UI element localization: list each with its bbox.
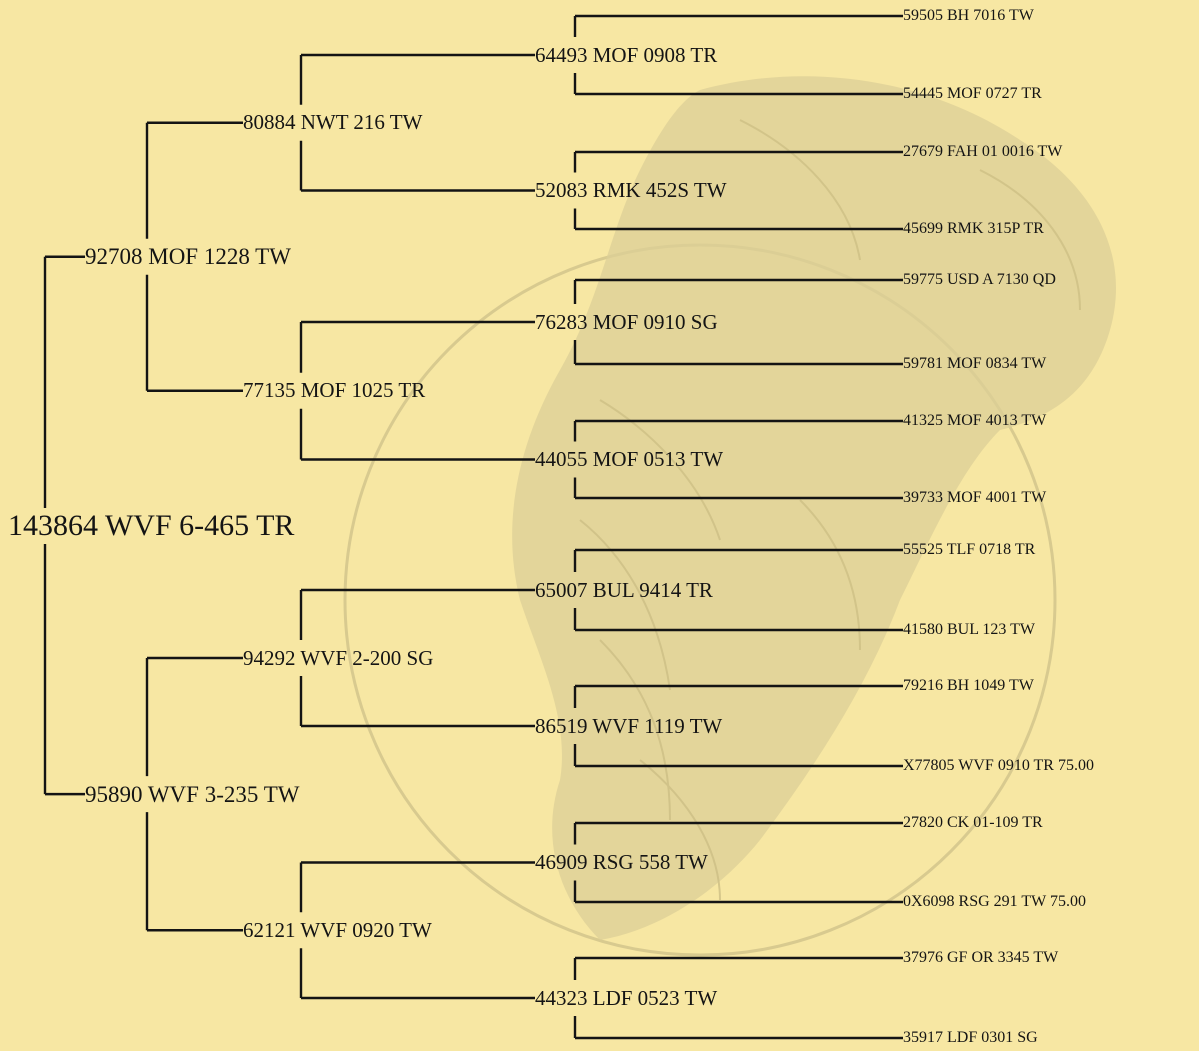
ancestor-label: 62121 WVF 0920 TW: [243, 917, 432, 942]
ancestor-label: 37976 GF OR 3345 TW: [903, 949, 1059, 966]
ancestor-label: 86519 WVF 1119 TW: [535, 713, 723, 738]
ancestor-label: 44055 MOF 0513 TW: [535, 447, 724, 471]
ancestor-label: 41325 MOF 4013 TW: [903, 412, 1047, 429]
ancestor-label: 65007 BUL 9414 TR: [535, 577, 713, 602]
ancestor-label: 39733 MOF 4001 TW: [903, 489, 1047, 506]
ancestor-label: 94292 WVF 2-200 SG: [243, 645, 434, 670]
ancestor-label: 52083 RMK 452S TW: [535, 178, 727, 202]
ancestor-label: 80884 NWT 216 TW: [243, 110, 423, 135]
ancestor-label: 41580 BUL 123 TW: [903, 621, 1035, 638]
ancestor-label: 77135 MOF 1025 TR: [243, 378, 426, 403]
ancestor-label: X77805 WVF 0910 TR 75.00: [903, 757, 1094, 774]
ancestor-label: 92708 MOF 1228 TW: [85, 244, 291, 270]
ancestor-label: 95890 WVF 3-235 TW: [85, 781, 300, 807]
subject-label: 143864 WVF 6-465 TR: [8, 509, 295, 542]
ancestor-label: 46909 RSG 558 TW: [535, 850, 708, 874]
ancestor-label: 27679 FAH 01 0016 TW: [903, 143, 1063, 160]
ancestor-label: 76283 MOF 0910 SG: [535, 309, 718, 334]
ancestor-label: 55525 TLF 0718 TR: [903, 541, 1036, 558]
ancestor-label: 44323 LDF 0523 TW: [535, 985, 718, 1010]
ancestor-label: 59775 USD A 7130 QD: [903, 271, 1056, 288]
ancestor-label: 59505 BH 7016 TW: [903, 7, 1034, 24]
ancestor-label: 59781 MOF 0834 TW: [903, 355, 1047, 372]
ancestor-label: 64493 MOF 0908 TR: [535, 42, 718, 67]
ancestor-label: 0X6098 RSG 291 TW 75.00: [903, 893, 1086, 910]
ancestor-label: 35917 LDF 0301 SG: [903, 1029, 1038, 1046]
ancestor-label: 45699 RMK 315P TR: [903, 220, 1044, 237]
ancestor-label: 79216 BH 1049 TW: [903, 677, 1034, 694]
ancestor-label: 27820 CK 01-109 TR: [903, 814, 1043, 831]
ancestor-label: 54445 MOF 0727 TR: [903, 85, 1042, 102]
